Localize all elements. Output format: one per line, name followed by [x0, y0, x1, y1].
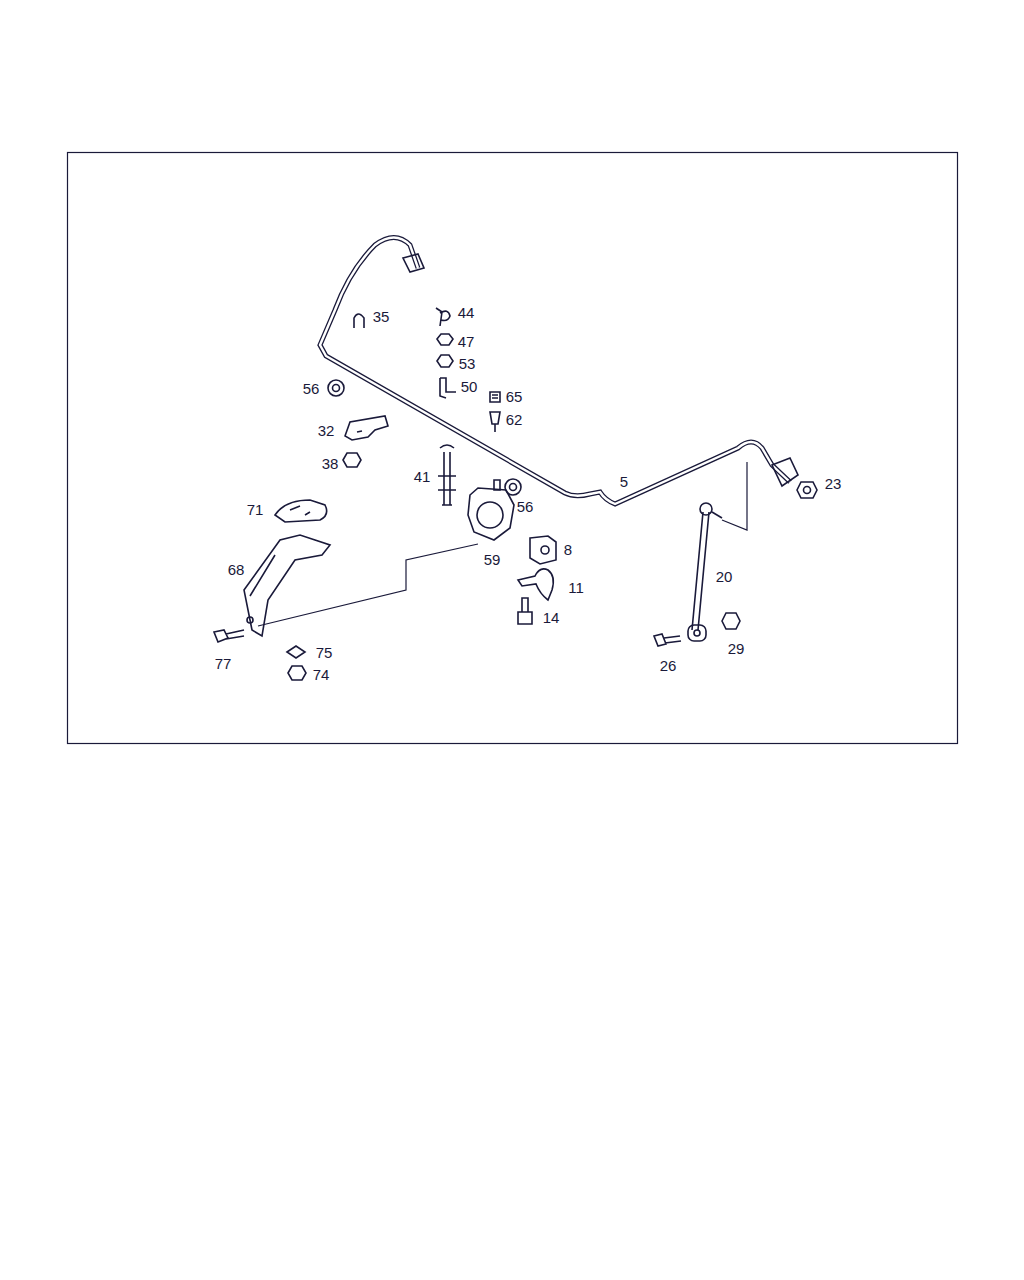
nut [722, 613, 740, 629]
level-sensor [468, 488, 514, 540]
leader-line [258, 544, 478, 626]
callout-number: 65 [506, 389, 523, 404]
callout-number: 47 [458, 334, 475, 349]
clip [287, 646, 305, 658]
callout-number: 20 [716, 569, 733, 584]
callout-number: 59 [484, 552, 501, 567]
callout-number: 77 [215, 656, 232, 671]
link-stud [712, 512, 722, 518]
bar-eye [403, 254, 424, 272]
clamp [518, 569, 553, 600]
stabilizer-link [692, 512, 709, 630]
nut-hole [333, 385, 340, 392]
stabilizer-bar [320, 238, 790, 505]
sensor-disc [477, 502, 503, 528]
sensor-stub [494, 480, 500, 490]
callout-number: 26 [660, 658, 677, 673]
callout-number: 68 [228, 562, 245, 577]
callout-number: 29 [728, 641, 745, 656]
u-clip [354, 314, 364, 328]
bolt [518, 598, 532, 624]
callout-number: 14 [543, 610, 560, 625]
callout-number: 32 [318, 423, 335, 438]
rubber-bushing [530, 536, 556, 564]
bar-eye [772, 458, 798, 486]
nut [437, 334, 453, 345]
bracket [345, 416, 388, 440]
callout-number: 56 [517, 499, 534, 514]
frame [68, 153, 958, 744]
nut [343, 453, 361, 467]
callout-number: 35 [373, 309, 390, 324]
nut [437, 355, 453, 367]
link-joint [700, 503, 712, 515]
nut [328, 380, 344, 396]
bracket-hole [247, 617, 253, 623]
nut [505, 479, 521, 495]
callout-number: 56 [303, 381, 320, 396]
callout-number: 38 [322, 456, 339, 471]
callout-number: 50 [461, 379, 478, 394]
callout-number: 5 [620, 474, 628, 489]
callout-number: 11 [568, 580, 584, 595]
nut [797, 482, 817, 498]
bolt [654, 634, 681, 646]
ball-joint [436, 308, 450, 326]
callout-number: 62 [506, 412, 523, 427]
leader-line [722, 462, 747, 530]
bolt [214, 630, 244, 642]
stabilizer-bar-inner [320, 238, 790, 505]
callout-number: 23 [825, 476, 842, 491]
callout-number: 75 [316, 645, 333, 660]
callout-number: 44 [458, 305, 475, 320]
mounting-plate [275, 500, 327, 522]
nut-hole [510, 484, 517, 491]
callout-number: 71 [247, 502, 264, 517]
callout-number: 41 [414, 469, 431, 484]
callout-number: 8 [564, 542, 572, 557]
link-rod [438, 445, 456, 505]
callout-number: 53 [459, 356, 476, 371]
bushing-hole [541, 546, 549, 554]
fitting [490, 412, 500, 432]
nut-hole [804, 487, 811, 494]
nut [288, 666, 306, 680]
stud [440, 378, 456, 398]
link-hole [694, 630, 700, 636]
rubber-cap [490, 392, 500, 402]
link-eye [688, 625, 706, 641]
callout-number: 74 [313, 667, 330, 682]
sensor-bracket [244, 535, 330, 636]
